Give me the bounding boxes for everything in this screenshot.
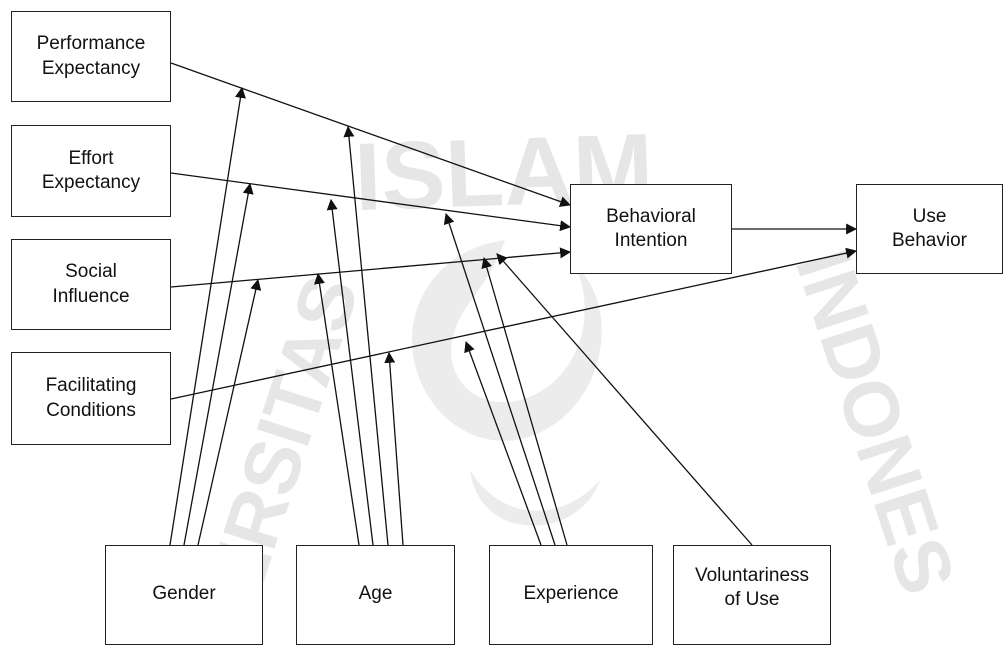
moderator-gender-effort xyxy=(183,182,254,546)
node-age: Age xyxy=(296,545,455,645)
node-label: Gender xyxy=(152,583,216,604)
watermark-emblem-flame xyxy=(470,470,600,526)
moderator-age-effort xyxy=(326,198,374,546)
node-label: Experience xyxy=(523,583,619,604)
edge-effort-to-intention xyxy=(170,172,572,232)
node-experience: Experience xyxy=(489,545,653,645)
node-label: Effort Expectancy xyxy=(41,147,141,193)
node-behavioral-intention: Behavioral Intention xyxy=(570,184,732,274)
node-label: Age xyxy=(358,583,393,604)
edge-performance-to-intention xyxy=(170,62,572,207)
moderator-gender-performance xyxy=(169,86,246,546)
diagram-edges xyxy=(169,62,858,546)
node-voluntariness-of-use: Voluntariness of Use xyxy=(673,545,831,645)
moderator-age-social xyxy=(314,272,360,546)
moderator-age-facilitating xyxy=(384,351,404,546)
moderator-experience-facilitating xyxy=(464,340,542,546)
node-social-influence: Social Influence xyxy=(11,239,171,330)
moderator-age-performance xyxy=(343,125,389,546)
node-label: Behavioral Intention xyxy=(606,205,696,251)
node-use-behavior: Use Behavior xyxy=(856,184,1003,274)
node-label: Performance Expectancy xyxy=(36,33,146,79)
node-facilitating-conditions: Facilitating Conditions xyxy=(11,352,171,445)
node-effort-expectancy: Effort Expectancy xyxy=(11,125,171,217)
moderator-experience-social xyxy=(481,256,568,546)
node-performance-expectancy: Performance Expectancy xyxy=(11,11,171,102)
moderator-gender-social xyxy=(197,278,262,546)
node-gender: Gender xyxy=(105,545,263,645)
node-label: Use Behavior xyxy=(892,205,967,251)
node-label: Voluntariness of Use xyxy=(694,565,810,611)
node-label: Social Influence xyxy=(52,261,130,307)
moderator-voluntariness-social xyxy=(496,253,753,546)
moderator-experience-effort xyxy=(443,212,556,546)
edge-facilitating-to-use xyxy=(170,247,858,400)
watermark-emblem xyxy=(411,240,602,441)
node-label: Facilitating Conditions xyxy=(45,375,137,421)
